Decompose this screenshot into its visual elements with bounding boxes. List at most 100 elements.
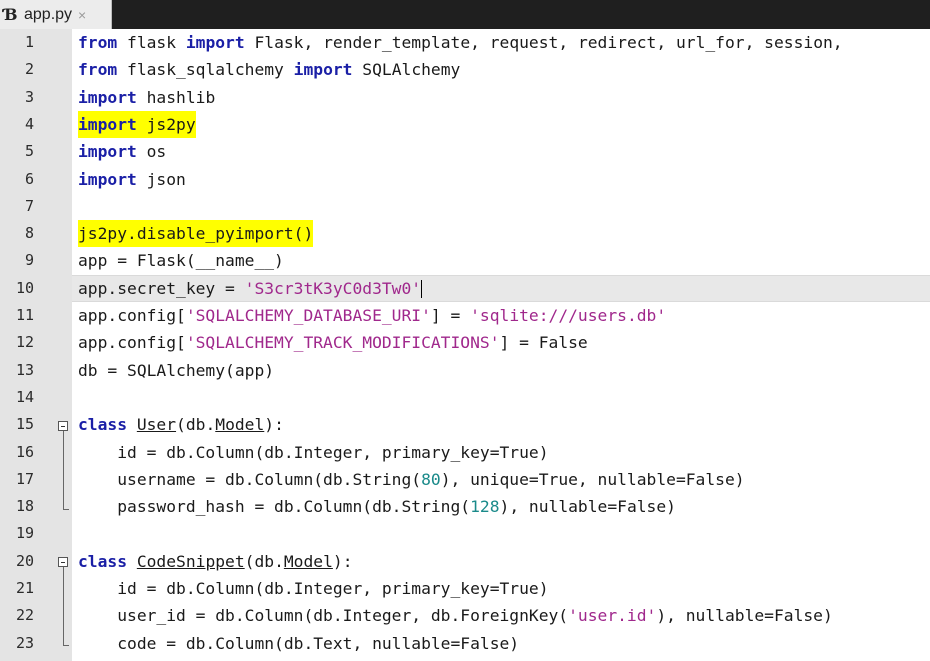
code-line-23[interactable]: code = db.Column(db.Text, nullable=False…	[72, 630, 930, 657]
line-number: 1	[24, 33, 34, 51]
code-text: Flask, render_template, request, redirec…	[244, 33, 843, 52]
python-file-icon: Ɓ	[4, 5, 18, 24]
code-text: ), nullable=False)	[656, 606, 833, 626]
line-number: 9	[24, 251, 34, 270]
fold-range-line	[63, 431, 64, 509]
line-number: 6	[24, 169, 34, 188]
class-name: Model	[215, 415, 265, 435]
line-number: 3	[24, 87, 34, 106]
code-text: app.secret_key =	[78, 278, 245, 298]
keyword: class	[78, 551, 128, 571]
line-number: 5	[24, 142, 34, 161]
fold-range-line	[63, 567, 64, 645]
text-cursor	[421, 280, 423, 299]
code-line-10-current[interactable]: app.secret_key = 'S3cr3tK3yC0d3Tw0'	[72, 274, 930, 302]
string-literal: 'sqlite:///users.db'	[470, 306, 667, 325]
code-line-19[interactable]	[72, 520, 930, 547]
code-editor[interactable]: from flask import Flask, render_template…	[0, 29, 930, 661]
fold-range-end	[63, 509, 69, 510]
code-line-4[interactable]: import js2py	[72, 110, 930, 139]
line-number: 15	[15, 415, 34, 434]
fold-range-end	[63, 645, 69, 646]
line-number: 2	[24, 60, 34, 79]
code-text: os	[136, 142, 167, 162]
code-text	[127, 552, 137, 571]
line-number: 12	[15, 333, 34, 352]
highlighted-occurrence: js2py.disable_pyimport()	[78, 220, 314, 248]
keyword: import	[78, 87, 137, 107]
code-text: app.config[	[78, 333, 186, 353]
tab-filename: app.py	[24, 5, 73, 23]
line-number: 4	[24, 114, 34, 133]
code-line-8[interactable]: js2py.disable_pyimport()	[72, 220, 930, 248]
string-literal: 'SQLALCHEMY_TRACK_MODIFICATIONS'	[185, 333, 500, 353]
class-name: Model	[283, 551, 333, 571]
code-text: js2py.disable_pyimport()	[78, 224, 314, 244]
code-line-13[interactable]: db = SQLAlchemy(app)	[72, 357, 930, 384]
code-line-9[interactable]: app = Flask(__name__)	[72, 247, 930, 274]
line-number: 14	[15, 387, 34, 406]
highlighted-occurrence: import js2py	[78, 110, 196, 139]
code-line-11[interactable]: app.config['SQLALCHEMY_DATABASE_URI'] = …	[72, 302, 930, 329]
fold-toggle-class-user[interactable]	[58, 421, 68, 431]
line-number: 22	[15, 606, 34, 625]
keyword: import	[78, 114, 137, 134]
keyword: from	[78, 60, 118, 80]
line-number-gutter	[0, 29, 72, 661]
number-literal: 80	[421, 469, 441, 489]
fold-toggle-class-codesnippet[interactable]	[58, 557, 68, 567]
code-line-18[interactable]: password_hash = db.Column(db.String(128)…	[72, 493, 930, 520]
code-line-12[interactable]: app.config['SQLALCHEMY_TRACK_MODIFICATIO…	[72, 329, 930, 356]
class-name: CodeSnippet	[136, 551, 245, 571]
code-line-15[interactable]: class User(db.Model):	[72, 411, 930, 438]
close-tab-icon[interactable]: ×	[78, 6, 87, 23]
code-text: (db.	[176, 415, 216, 435]
code-line-21[interactable]: id = db.Column(db.Integer, primary_key=T…	[72, 575, 930, 602]
line-number: 18	[15, 497, 34, 516]
keyword: import	[293, 60, 353, 80]
code-text: id = db.Column(db.Integer, primary_key=T…	[78, 442, 549, 462]
line-number: 20	[15, 551, 34, 570]
code-text: ):	[332, 551, 353, 571]
code-text: username = db.Column(db.String(	[78, 469, 422, 489]
line-number: 23	[15, 633, 34, 652]
line-number: 13	[15, 360, 34, 379]
string-literal: 'SQLALCHEMY_DATABASE_URI'	[185, 306, 431, 325]
line-number: 19	[15, 524, 34, 543]
code-line-5[interactable]: import os	[72, 138, 930, 165]
code-text: user_id = db.Column(db.Integer, db.Forei…	[78, 606, 569, 626]
code-text: SQLAlchemy	[352, 60, 461, 80]
keyword: from	[78, 33, 118, 52]
code-line-14[interactable]	[72, 384, 930, 411]
code-line-3[interactable]: import hashlib	[72, 84, 930, 111]
code-text: db = SQLAlchemy(app)	[78, 360, 275, 380]
code-line-22[interactable]: user_id = db.Column(db.Integer, db.Forei…	[72, 602, 930, 629]
keyword: import	[78, 169, 137, 189]
code-text: ] =	[430, 306, 471, 325]
code-text: app = Flask(__name__)	[78, 251, 284, 271]
code-text: json	[136, 169, 186, 189]
code-line-17[interactable]: username = db.Column(db.String(80), uniq…	[72, 466, 930, 493]
keyword: class	[78, 415, 128, 435]
string-literal: 'user.id'	[568, 606, 657, 626]
code-text: flask_sqlalchemy	[117, 60, 294, 80]
code-line-20[interactable]: class CodeSnippet(db.Model):	[72, 548, 930, 575]
code-text: hashlib	[136, 87, 216, 107]
number-literal: 128	[470, 497, 500, 517]
code-text: ):	[264, 415, 284, 435]
line-number: 16	[15, 442, 34, 461]
code-line-6[interactable]: import json	[72, 166, 930, 193]
code-text: code = db.Column(db.Text, nullable=False…	[78, 633, 520, 653]
code-line-7[interactable]	[72, 193, 930, 220]
keyword: import	[185, 33, 245, 52]
line-number: 7	[24, 196, 34, 215]
keyword: import	[78, 142, 137, 162]
line-number: 8	[24, 224, 34, 243]
code-line-16[interactable]: id = db.Column(db.Integer, primary_key=T…	[72, 439, 930, 466]
code-line-1[interactable]: from flask import Flask, render_template…	[72, 29, 930, 56]
code-text: ), nullable=False)	[499, 497, 676, 517]
code-text: flask	[117, 33, 186, 52]
code-line-2[interactable]: from flask_sqlalchemy import SQLAlchemy	[72, 56, 930, 83]
line-number: 10	[15, 278, 34, 297]
file-tab-app-py[interactable]: Ɓ app.py ×	[0, 0, 112, 29]
